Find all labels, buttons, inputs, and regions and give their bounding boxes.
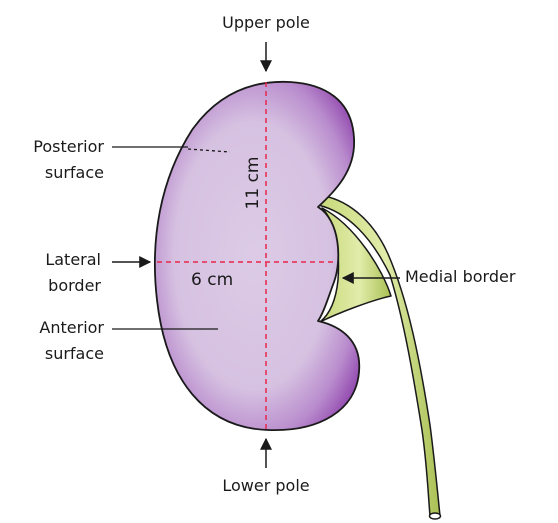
length-measure-label: 11 cm bbox=[243, 157, 263, 210]
lateral-border-label-line2: border bbox=[48, 276, 101, 295]
posterior-surface-label-line1: Posterior bbox=[33, 137, 104, 156]
width-measure-label: 6 cm bbox=[191, 270, 233, 290]
upper-pole-label: Upper pole bbox=[222, 13, 310, 32]
ureter-end bbox=[430, 513, 441, 519]
posterior-surface-label-line2: surface bbox=[45, 163, 104, 182]
anterior-surface-label-line1: Anterior bbox=[39, 318, 104, 337]
lower-pole-label: Lower pole bbox=[222, 476, 309, 495]
lateral-border-label-line1: Lateral bbox=[45, 250, 101, 269]
kidney bbox=[155, 82, 359, 430]
medial-border-label: Medial border bbox=[405, 267, 516, 286]
anterior-surface-label-line2: surface bbox=[45, 344, 104, 363]
